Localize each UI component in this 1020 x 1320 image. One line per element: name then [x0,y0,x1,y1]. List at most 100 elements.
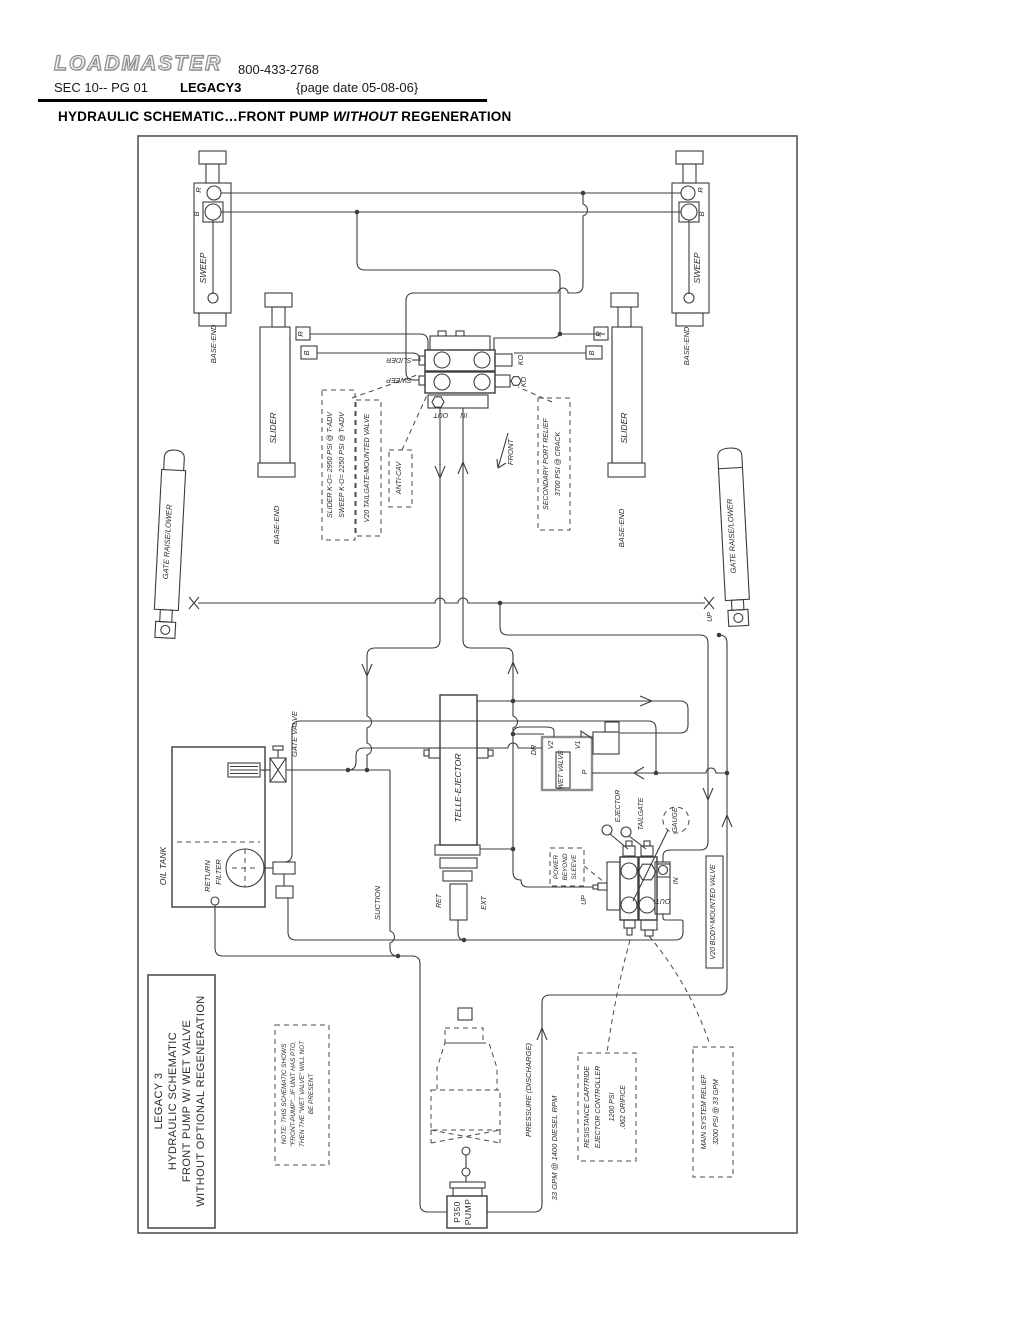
resistance-line2: EJECTOR CONTROLLER [595,1066,602,1148]
relief-line1: MAIN SYSTEM RELIEF [701,1074,708,1149]
gate-circuit-line [188,596,715,610]
main-relief-callout: MAIN SYSTEM RELIEF 3200 PSI @ 33 GPM [692,1046,734,1178]
p-port-label: P [582,769,589,774]
title-block-line2: HYDRAULIC SCHEMATIC [167,1032,179,1170]
ext-label: EXT [481,895,488,909]
power-beyond-line3: SLEEVE [571,854,578,880]
sweep-label: SWEEP [692,252,702,283]
model-label: LEGACY3 [180,80,242,95]
note-line3: THEN THE "WET VALVE" WILL NOT [299,1040,306,1147]
dr-port-label: DR [531,745,538,755]
pressure-discharge-label: PRESSURE (DISCHARGE) [524,1042,533,1137]
sweep-cylinder-right: R B SWEEP BASE-END [671,150,710,365]
tailgate-spool-label: TAILGATE [638,797,645,830]
up-label: UP [707,612,714,622]
oil-tank-label: OIL TANK [158,846,168,886]
front-label: FRONT [506,438,515,466]
port-b-label: B [697,211,706,216]
note-line1: NOTE: THIS SCHEMATIC SHOWS [281,1043,288,1144]
page-title: HYDRAULIC SCHEMATIC…FRONT PUMP WITHOUT R… [58,109,511,124]
wet-valve-label: WET VALVE [558,750,565,790]
ko-setting-line1: SLIDER K-O= 2950 PSI @ T-ADV [327,411,334,518]
header-rule [38,99,487,102]
note-callout: NOTE: THIS SCHEMATIC SHOWS "FRONT-PUMP".… [274,1024,330,1166]
phone-number: 800-433-2768 [238,62,319,77]
diagram-border [137,135,798,1234]
note-line2: "FRONT-PUMP"...IF UNIT HAS PTO, [290,1041,297,1147]
base-end-label: BASE-END [209,324,218,363]
gauge-label: GAUGE [672,807,679,833]
suction-piping: SUCTION [214,720,447,1213]
slider-cylinder-right: R B SLIDER BASE-END [585,292,646,547]
oil-tank-assembly: OIL TANK RETURN FILTER GATE VALVE [158,710,390,908]
gate-cylinder-label: GATE RAISE/LOWER [725,498,738,574]
page-date: {page date 05-08-06} [296,80,419,95]
port-b-label: B [192,211,201,216]
in-port-label: IN [673,877,680,885]
gate-cylinder-label: GATE RAISE/LOWER [161,504,174,580]
ko-port-label: KO [518,354,525,365]
wet-valve: WET VALVE DR V2 V1 P [347,721,620,792]
power-beyond-line1: POWER [553,855,560,880]
return-piping [287,898,675,943]
out-port-label: OUT [433,411,449,418]
gate-cylinder-right: GATE RAISE/LOWER UP [707,447,750,627]
gate-cylinder-left: GATE RAISE/LOWER [153,449,187,639]
ko-setting-line2: SWEEP K-O= 2250 PSI @ T-ADV [339,411,346,518]
resistance-cartridge-callout: RESISTANCE CARTRIDE EJECTOR CONTROLLER 1… [577,1052,637,1162]
port-b-label: B [587,350,596,355]
section-page-label: SEC 10-- PG 01 [54,80,148,95]
resistance-line1: RESISTANCE CARTRIDE [584,1066,591,1148]
title-block: LEGACY 3 HYDRAULIC SCHEMATIC FRONT PUMP … [147,974,216,1229]
slider-label: SLIDER [619,412,629,443]
slider-cylinder-left: R B SLIDER BASE-END [257,292,318,544]
port-r-label: R [296,331,305,337]
secondary-relief-line2: 3700 PSI @ CRACK [555,432,562,497]
title-block-line4: WITHOUT OPTIONAL REGENERATION [195,995,207,1206]
telle-ejector-cylinder: TELLE-EJECTOR RET EXT [423,694,516,921]
secondary-relief-line1: SECONDARY PORT RELIEF [543,417,550,509]
ret-label: RET [436,893,443,908]
port-r-label: R [696,187,705,193]
sweep-interconnect-piping [221,190,681,381]
ejector-spool-label: EJECTOR [615,790,622,823]
suction-label: SUCTION [373,885,382,920]
body-mounted-valve: EJECTOR TAILGATE GAUGE POWER BEYOND SLEE… [549,790,724,1054]
pump-name-line1: P350 [452,1201,462,1223]
base-end-label: BASE-END [272,505,281,544]
title-block-line1: LEGACY 3 [153,1073,165,1130]
resistance-line4: .062 ORIFICE [620,1085,627,1129]
ko-port-label: KO [521,376,528,387]
v2-port-label: V2 [548,741,555,750]
tailgate-callouts: SLIDER K-O= 2950 PSI @ T-ADV SWEEP K-O= … [321,373,571,541]
power-beyond-line2: BEYOND [562,853,569,880]
anti-cav-label: ANTI-CAV [396,461,403,496]
port-b-label: B [302,350,311,355]
return-filter-line1: RETURN [203,860,212,892]
slider-label: SLIDER [268,412,278,443]
valve-sweep-label: SWEEP [386,376,412,383]
v20-body-valve-label: V20 BODY-MOUNTED VALVE [710,864,717,960]
v20-tailgate-label: V20 TAILGATE-MOUNTED VALVE [364,413,371,522]
base-end-label: BASE-END [617,508,626,547]
title-suffix: REGENERATION [397,109,512,124]
resistance-line3: 1200 PSI [609,1093,616,1122]
pump-name-line2: PUMP [463,1199,473,1225]
title-block-line3: FRONT PUMP W/ WET VALVE [181,1020,193,1182]
return-filter-line2: FILTER [214,859,223,885]
tailgate-valve: SLIDER SWEEP KO KO OUT IN [386,330,528,418]
relief-line2: 3200 PSI @ 33 GPM [713,1079,720,1145]
v1-port-label: V1 [575,741,582,750]
title-prefix: HYDRAULIC SCHEMATIC…FRONT PUMP [58,109,333,124]
sweep-cylinder-left: R B SWEEP BASE-END [192,150,232,363]
port-r-label: R [194,187,203,193]
up-port-label: UP [581,895,588,905]
valve-slider-label: SLIDER [386,356,411,363]
note-line4: BE PRESENT [308,1073,315,1115]
out-port-label: OUT [655,897,671,904]
sweep-label: SWEEP [198,252,208,283]
right-trunk-piping [300,603,733,1213]
loadmaster-logo: LOADMASTER [53,51,223,75]
